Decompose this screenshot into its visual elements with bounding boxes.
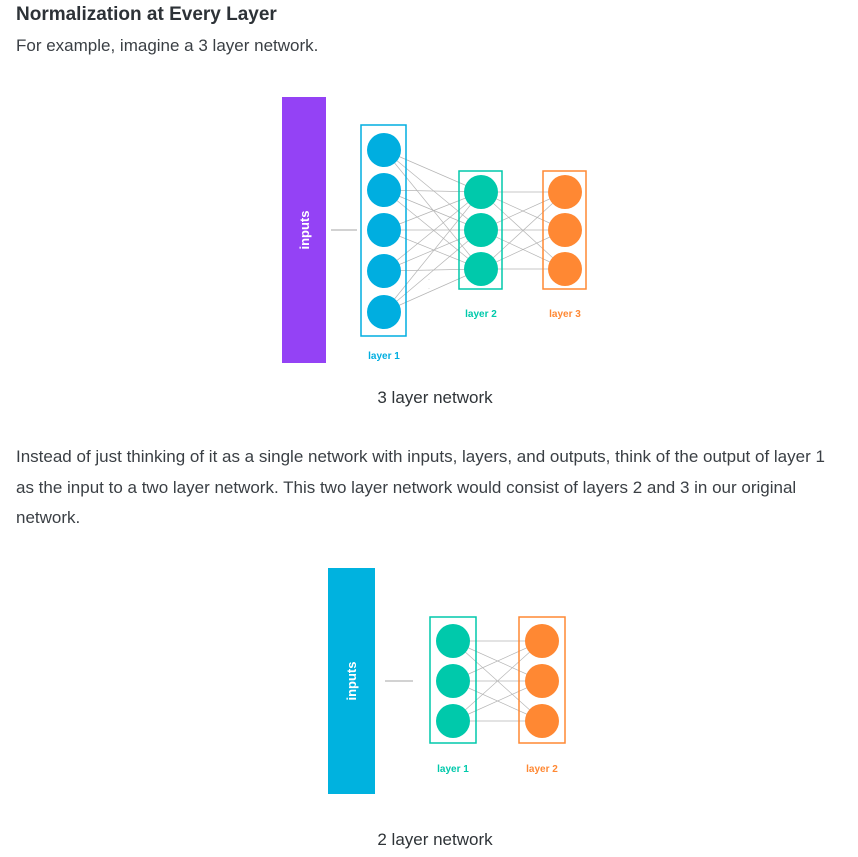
layer-1-box xyxy=(360,124,407,337)
figure-caption: 2 layer network xyxy=(377,830,493,849)
connection-line xyxy=(383,268,482,313)
connection-line xyxy=(383,191,482,313)
neuron-layer-1 xyxy=(436,704,470,738)
layer-2-box xyxy=(518,616,566,744)
connection-line xyxy=(383,229,482,270)
connection-line xyxy=(452,640,543,682)
neuron-layer-1 xyxy=(367,295,401,329)
connection-line xyxy=(383,191,482,231)
connection-line xyxy=(452,680,543,722)
connection-line xyxy=(452,640,543,722)
connection-line xyxy=(383,229,482,313)
svg-text:·: · xyxy=(428,286,430,292)
layer-2-label: layer 2 xyxy=(526,764,558,775)
layer-1-box xyxy=(429,616,477,744)
ellipsis-dots: · xyxy=(428,268,430,274)
connection-line xyxy=(383,229,482,272)
connection-line xyxy=(383,191,482,272)
layer-1-label: layer 1 xyxy=(368,351,400,362)
neurons xyxy=(436,624,559,738)
inputs-label: inputs xyxy=(297,211,312,250)
neurons xyxy=(367,133,582,329)
neuron-layer-2 xyxy=(525,664,559,698)
neuron-layer-2 xyxy=(464,175,498,209)
layer-1-label: layer 1 xyxy=(437,764,469,775)
neuron-layer-3 xyxy=(548,252,582,286)
section-heading: Normalization at Every Layer xyxy=(16,4,277,25)
connection-line xyxy=(383,189,482,231)
connection-line xyxy=(383,149,482,231)
inputs-label: inputs xyxy=(344,662,359,701)
body-paragraph: Instead of just thinking of it as a sing… xyxy=(16,447,825,527)
neuron-layer-1 xyxy=(367,254,401,288)
neuron-layer-2 xyxy=(525,704,559,738)
neuron-layer-2 xyxy=(464,213,498,247)
connections xyxy=(383,149,566,313)
neuron-layer-3 xyxy=(548,175,582,209)
layer-3-label: layer 3 xyxy=(549,309,581,320)
inputs-block xyxy=(282,97,326,363)
connection-line xyxy=(452,640,543,722)
layer-2-label: layer 2 xyxy=(465,309,497,320)
neuron-layer-1 xyxy=(367,213,401,247)
layer-3-box xyxy=(542,170,587,290)
neuron-layer-1 xyxy=(367,173,401,207)
neuron-layer-2 xyxy=(464,252,498,286)
neuron-layer-3 xyxy=(548,213,582,247)
connection-line xyxy=(480,191,566,270)
connection-line xyxy=(383,149,482,270)
diagram-3-layer-network: inputs · · · layer 1 layer 2 layer 3 xyxy=(282,97,587,363)
neuron-layer-1 xyxy=(367,133,401,167)
intro-text: For example, imagine a 3 layer network. xyxy=(16,36,319,55)
connection-line xyxy=(452,680,543,722)
neuron-layer-1 xyxy=(436,664,470,698)
connection-line xyxy=(383,189,482,270)
figure-caption: 3 layer network xyxy=(377,388,493,407)
inputs-block xyxy=(328,568,375,794)
connection-line xyxy=(452,640,543,682)
svg-text:·: · xyxy=(428,277,430,283)
neuron-layer-2 xyxy=(525,624,559,658)
layer-2-box xyxy=(458,170,503,290)
connections xyxy=(452,640,543,722)
neuron-layer-1 xyxy=(436,624,470,658)
connection-line xyxy=(383,149,482,193)
